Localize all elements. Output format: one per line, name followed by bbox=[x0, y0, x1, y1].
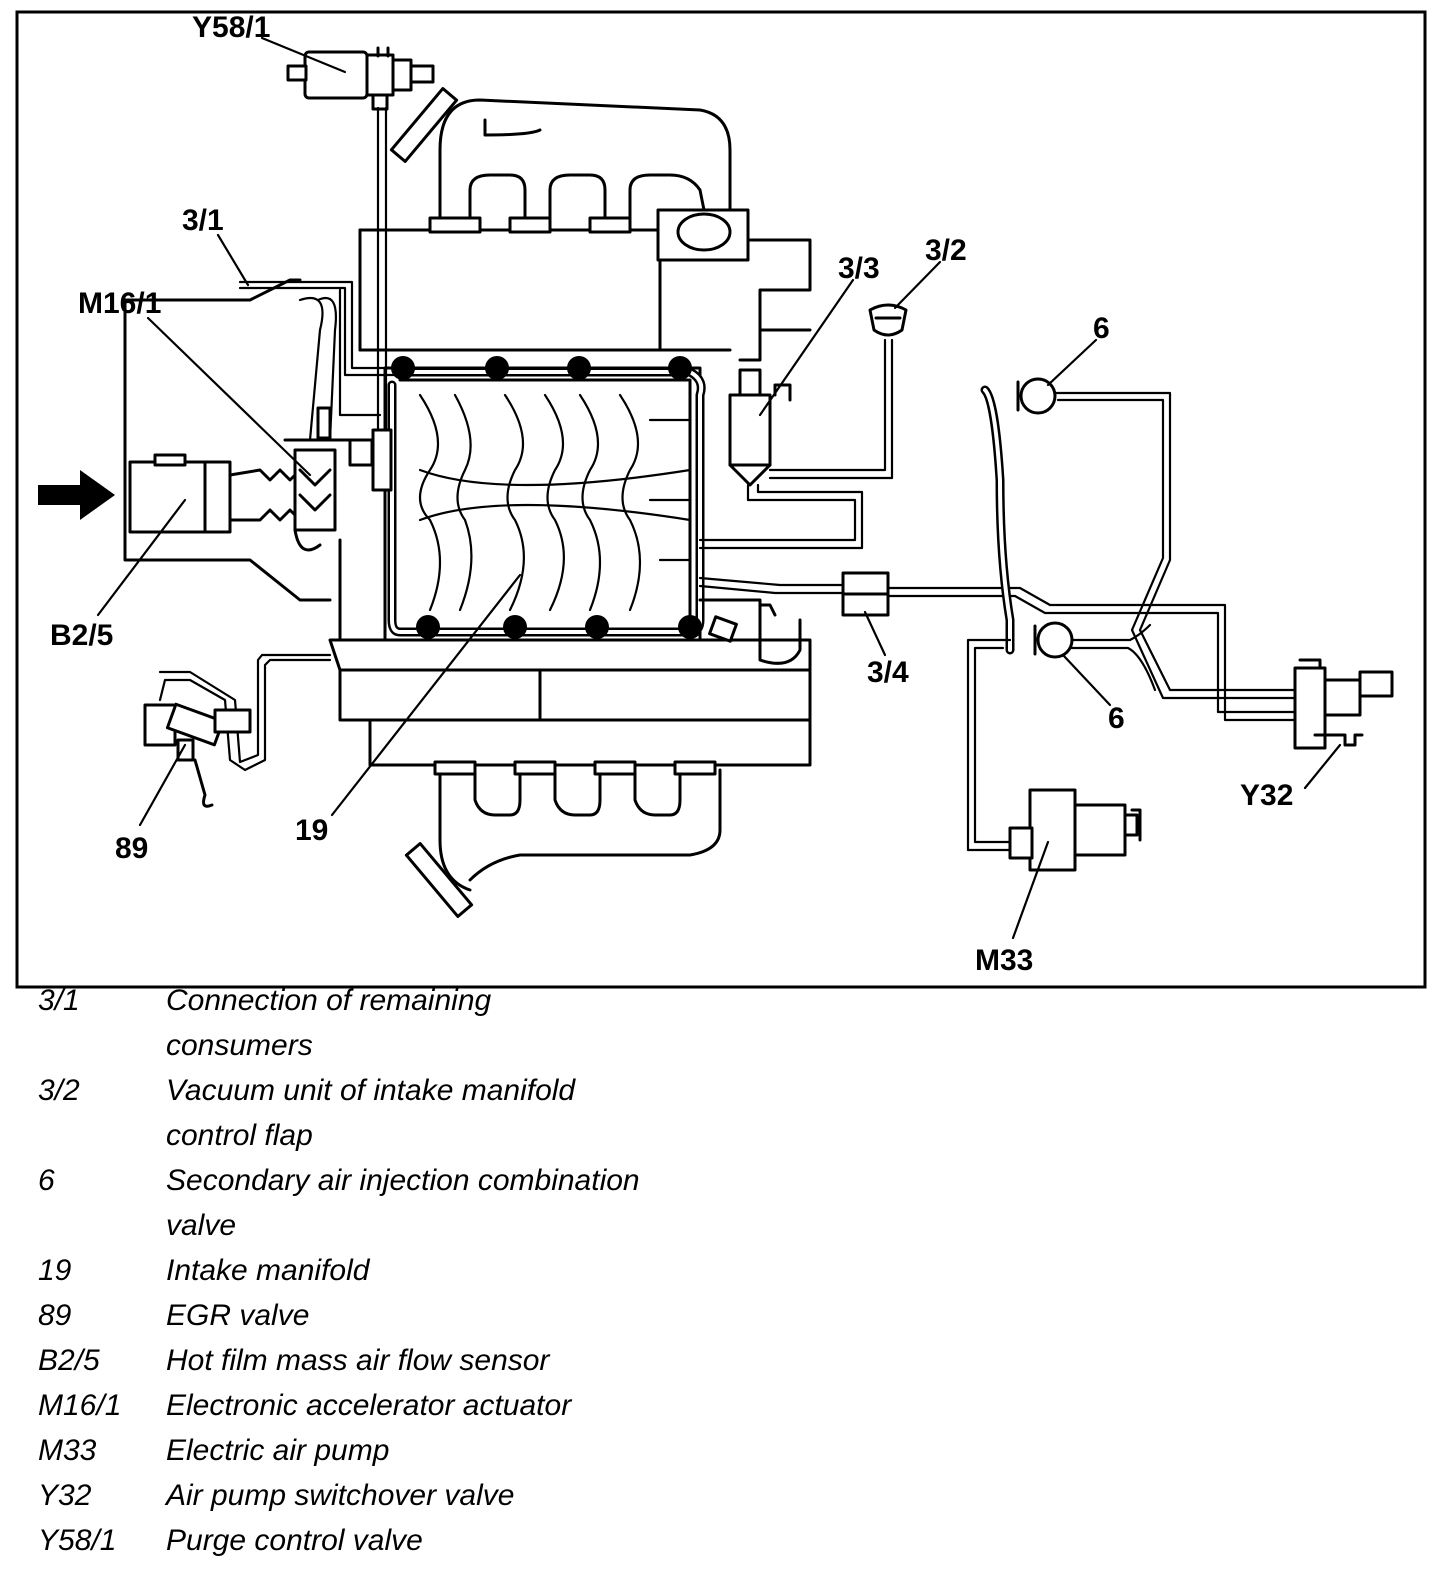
legend-description: Hot film mass air flow sensor bbox=[166, 1344, 550, 1377]
legend-row: 89 EGR valve bbox=[38, 1293, 938, 1338]
airflow-arrow-icon bbox=[38, 470, 115, 520]
label-3-1: 3/1 bbox=[182, 204, 224, 237]
label-m33: M33 bbox=[975, 944, 1033, 977]
electric-air-pump-m33 bbox=[1008, 788, 1142, 872]
legend-code: Y58/1 bbox=[38, 1524, 117, 1557]
vacuum-component-3-3 bbox=[698, 338, 894, 550]
label-y58-1: Y58/1 bbox=[192, 11, 270, 44]
label-m16-1: M16/1 bbox=[78, 287, 161, 320]
legend-row: Y32 Air pump switchover valve bbox=[38, 1473, 938, 1518]
label-3-2: 3/2 bbox=[925, 234, 967, 267]
legend-code: M33 bbox=[38, 1434, 97, 1467]
legend-description: Intake manifold bbox=[166, 1254, 370, 1287]
injector-dot bbox=[503, 615, 527, 639]
legend-code: 6 bbox=[38, 1164, 55, 1197]
legend-description: Connection of remaining consumers bbox=[166, 984, 492, 1062]
legend-description: Electronic accelerator actuator bbox=[166, 1389, 572, 1422]
legend-row: Y58/1 Purge control valve bbox=[38, 1518, 938, 1563]
legend-row: M33 Electric air pump bbox=[38, 1428, 938, 1473]
legend-code: 3/2 bbox=[38, 1074, 80, 1107]
maf-sensor-b2-5 bbox=[128, 453, 302, 534]
label-3-4: 3/4 bbox=[867, 656, 909, 689]
injector-dot bbox=[567, 356, 591, 380]
injector-dot bbox=[485, 356, 509, 380]
egr-valve-89 bbox=[143, 653, 332, 808]
legend-description: Secondary air injection combination valv… bbox=[166, 1164, 640, 1242]
label-b2-5: B2/5 bbox=[50, 619, 113, 652]
legend-code: Y32 bbox=[38, 1479, 92, 1512]
engine-block bbox=[38, 87, 812, 918]
engine-vacuum-diagram: Y58/1 3/1 M16/1 B2/5 89 19 3/3 3/2 6 6 3… bbox=[15, 10, 1427, 989]
label-y32: Y32 bbox=[1240, 779, 1293, 812]
fuel-injectors bbox=[391, 356, 738, 643]
legend-row: B2/5 Hot film mass air flow sensor bbox=[38, 1338, 938, 1383]
label-89: 89 bbox=[115, 832, 148, 865]
injector-dot bbox=[585, 615, 609, 639]
secondary-air-hoses bbox=[966, 385, 1297, 852]
combination-valve-6-upper bbox=[1016, 377, 1057, 415]
legend-row: M16/1 Electronic accelerator actuator bbox=[38, 1383, 938, 1428]
callout-labels: Y58/1 3/1 M16/1 B2/5 89 19 3/3 3/2 6 6 3… bbox=[50, 11, 1293, 977]
legend-row: 6 Secondary air injection combination va… bbox=[38, 1158, 938, 1248]
label-6-top: 6 bbox=[1093, 312, 1110, 345]
leader-lines bbox=[96, 36, 1342, 940]
legend-code: 19 bbox=[38, 1254, 72, 1287]
legend-description: Purge control valve bbox=[166, 1524, 423, 1557]
throttle-actuator-m16-1 bbox=[283, 297, 374, 552]
combination-valve-6-lower bbox=[1033, 621, 1074, 659]
legend-code: 89 bbox=[38, 1299, 72, 1332]
legend-description: Electric air pump bbox=[166, 1434, 390, 1467]
injector-dot bbox=[391, 356, 415, 380]
label-6-bottom: 6 bbox=[1108, 702, 1125, 735]
legend-description: Air pump switchover valve bbox=[166, 1479, 515, 1512]
label-3-3: 3/3 bbox=[838, 252, 880, 285]
injector-dot bbox=[416, 615, 440, 639]
purge-valve-y58-1 bbox=[286, 46, 435, 492]
vacuum-connector-3-4 bbox=[698, 571, 1297, 722]
legend-row: 3/2 Vacuum unit of intake manifold contr… bbox=[38, 1068, 938, 1158]
injector-dot bbox=[668, 356, 692, 380]
legend-code: 3/1 bbox=[38, 984, 80, 1017]
legend-row: 3/1 Connection of remaining consumers bbox=[38, 978, 938, 1068]
vacuum-lines-3-1 bbox=[238, 280, 397, 417]
label-19: 19 bbox=[295, 814, 328, 847]
legend-code: B2/5 bbox=[38, 1344, 100, 1377]
injector-dot bbox=[678, 615, 702, 639]
component-legend: 3/1 Connection of remaining consumers 3/… bbox=[38, 978, 938, 1563]
legend-row: 19 Intake manifold bbox=[38, 1248, 938, 1293]
legend-code: M16/1 bbox=[38, 1389, 122, 1422]
legend-description: EGR valve bbox=[166, 1299, 310, 1332]
legend-description: Vacuum unit of intake manifold control f… bbox=[166, 1074, 576, 1152]
air-pump-switchover-valve-y32 bbox=[1293, 658, 1394, 750]
vacuum-unit-3-2 bbox=[868, 303, 908, 337]
diagram-frame bbox=[15, 10, 1427, 989]
